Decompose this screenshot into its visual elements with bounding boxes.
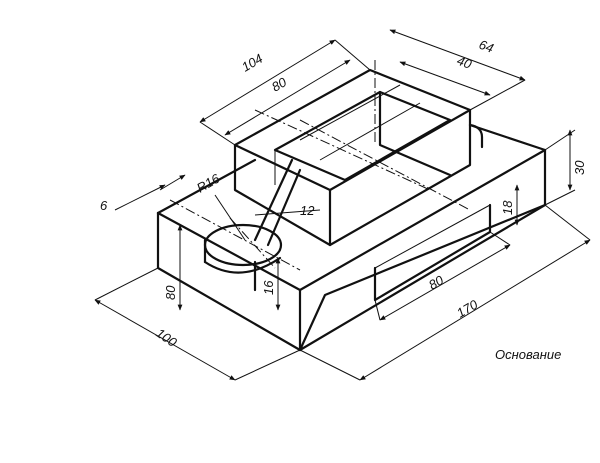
dim-80-height: 80 — [163, 285, 178, 300]
dim-80-bottom: 80 — [426, 272, 447, 293]
dim-6: 6 — [100, 198, 108, 213]
drawing-caption: Основание — [495, 347, 562, 362]
dim-30: 30 — [572, 160, 587, 175]
dim-64: 64 — [477, 37, 496, 56]
dim-16: 16 — [261, 280, 276, 295]
dimension-lines — [94, 29, 591, 381]
dim-104: 104 — [239, 51, 265, 75]
dim-12: 12 — [300, 203, 315, 218]
dim-18: 18 — [500, 200, 515, 215]
dim-80-top: 80 — [269, 74, 290, 95]
hole-feature — [169, 158, 302, 274]
centerlines — [254, 60, 471, 211]
dim-r16: R16 — [194, 170, 223, 195]
dim-40: 40 — [455, 53, 474, 72]
dim-170: 170 — [454, 296, 481, 320]
base-block — [156, 123, 547, 352]
